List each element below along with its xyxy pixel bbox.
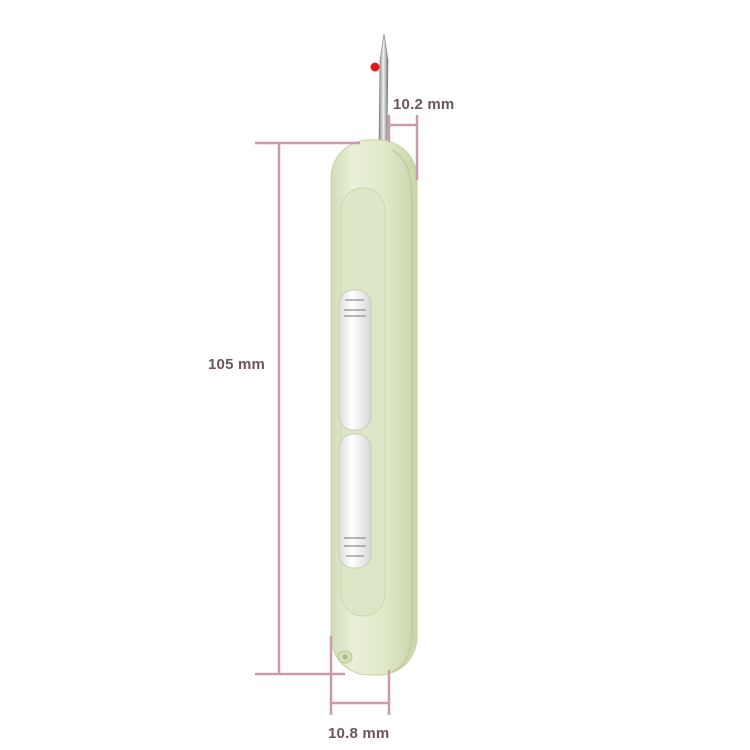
base-width-label: 10.8 mm — [328, 725, 390, 742]
dimension-lines — [255, 115, 419, 715]
needle-icon — [370, 33, 389, 143]
needle-ball-icon — [370, 62, 380, 72]
slider-window — [338, 289, 372, 569]
height-label: 105 mm — [208, 356, 266, 373]
grip-lines-icon — [344, 299, 366, 557]
needle-offset-label: 10.2 mm — [393, 96, 455, 113]
